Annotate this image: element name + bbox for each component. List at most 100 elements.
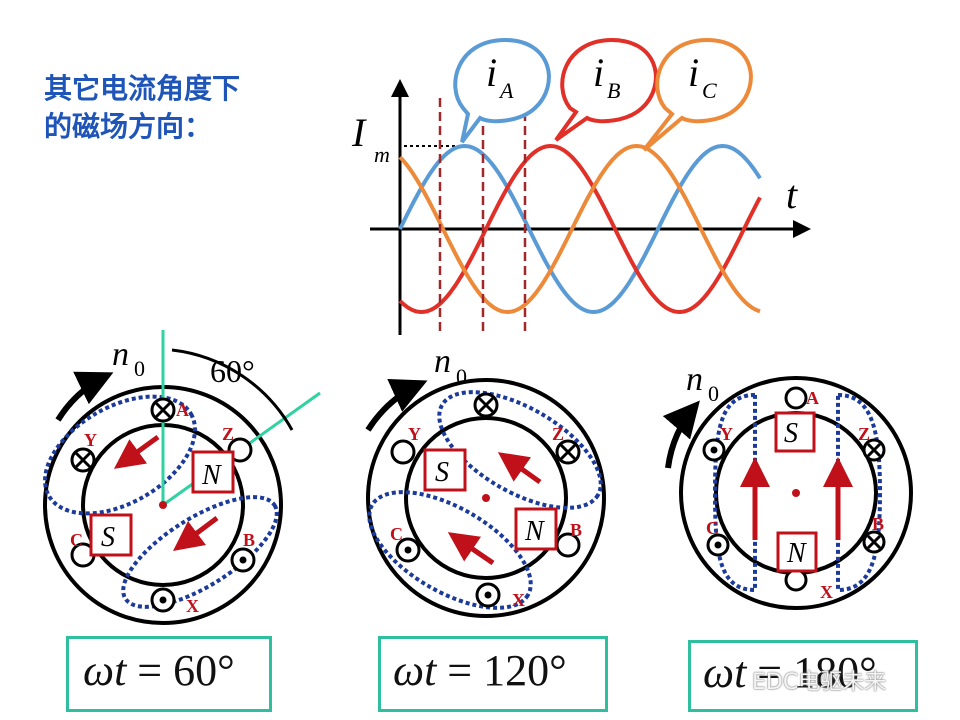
field-arrow-1 bbox=[113, 434, 160, 469]
pole-n-label: N bbox=[786, 538, 807, 569]
eq-rhs: 120° bbox=[483, 646, 567, 695]
slot-c-dot bbox=[706, 533, 730, 557]
slide-title: 其它电流角度下 的磁场方向： bbox=[44, 70, 240, 146]
title-line-2: 的磁场方向： bbox=[44, 110, 213, 143]
angle-label: 60° bbox=[210, 353, 255, 389]
pole-n-box bbox=[191, 450, 235, 494]
svg-text:B: B bbox=[607, 78, 620, 103]
slot-z-cross bbox=[555, 439, 581, 465]
pole-s-box bbox=[423, 448, 467, 492]
pole-s-label: S bbox=[435, 457, 449, 488]
im-subscript: m bbox=[374, 142, 390, 167]
stator-outer bbox=[366, 378, 606, 618]
slot-a-cross bbox=[150, 397, 176, 423]
flux-loop-1 bbox=[43, 394, 197, 516]
slot-b-dot bbox=[230, 547, 256, 573]
slot-x-dot bbox=[475, 582, 501, 608]
slot-y-dot bbox=[390, 439, 416, 465]
label-c: C bbox=[706, 518, 719, 538]
phase-b-wave bbox=[398, 143, 762, 315]
label-z: Z bbox=[552, 424, 564, 444]
label-x: X bbox=[186, 596, 199, 616]
rotor-inner bbox=[404, 416, 568, 580]
speed-label: n bbox=[686, 361, 703, 398]
label-y: Y bbox=[408, 424, 421, 444]
eq-lhs: ωt bbox=[393, 646, 437, 695]
flux-loop-left bbox=[712, 393, 757, 593]
equation-box-120: ωt = 120° bbox=[378, 636, 608, 712]
field-arrow-1 bbox=[497, 452, 542, 485]
pole-s-box bbox=[774, 411, 816, 453]
label-b: B bbox=[570, 520, 582, 540]
label-a: A bbox=[176, 400, 189, 420]
bubble-ib: i B bbox=[554, 37, 658, 142]
flux-loop-2 bbox=[367, 490, 533, 610]
label-b: B bbox=[243, 530, 255, 550]
label-c: C bbox=[70, 530, 83, 550]
label-y: Y bbox=[720, 424, 733, 444]
label-x: X bbox=[820, 582, 833, 602]
eq-op: = bbox=[447, 646, 473, 695]
speed-subscript: 0 bbox=[134, 356, 145, 381]
im-label: I bbox=[351, 110, 367, 155]
stator-outer bbox=[679, 376, 913, 610]
bubble-ia: i A bbox=[453, 37, 551, 144]
slot-c-dot bbox=[395, 537, 421, 563]
label-a: A bbox=[806, 388, 819, 408]
pole-s-label: S bbox=[784, 418, 798, 449]
pole-n-box bbox=[776, 531, 818, 573]
flux-loop-right bbox=[836, 393, 883, 593]
pole-n-label: N bbox=[201, 460, 222, 491]
speed-label: n bbox=[112, 336, 129, 373]
eq-op: = bbox=[757, 648, 783, 697]
speed-subscript: 0 bbox=[456, 364, 467, 389]
flux-loop-1 bbox=[437, 390, 603, 510]
equation-box-180: ωt = 180° bbox=[688, 640, 918, 712]
pole-n-box bbox=[514, 507, 558, 551]
label-b: B bbox=[872, 514, 884, 534]
watermark: EDC电驱未来 bbox=[752, 670, 887, 695]
eq-op: = bbox=[137, 646, 163, 695]
field-arrow-2 bbox=[447, 532, 495, 566]
svg-text:i: i bbox=[486, 50, 497, 95]
svg-text:A: A bbox=[498, 78, 514, 103]
equation-box-60: ωt = 60° bbox=[66, 636, 272, 712]
bubble-ic: i C bbox=[642, 37, 753, 152]
pole-s-box bbox=[89, 513, 133, 557]
t-label: t bbox=[786, 172, 798, 217]
speed-subscript: 0 bbox=[708, 381, 719, 406]
label-y: Y bbox=[84, 430, 97, 450]
slot-x-dot bbox=[150, 587, 176, 613]
field-arrow-2 bbox=[173, 516, 219, 551]
eq-rhs: 180° bbox=[793, 648, 877, 697]
slot-y-cross bbox=[70, 447, 96, 473]
label-c: C bbox=[390, 524, 403, 544]
eq-lhs: ωt bbox=[83, 646, 127, 695]
slot-y-dot bbox=[702, 438, 726, 462]
svg-text:i: i bbox=[688, 50, 699, 95]
label-z: Z bbox=[858, 424, 870, 444]
slot-a-dot bbox=[784, 386, 808, 410]
motor-180deg: n 0 A Y Z C B X S N bbox=[662, 361, 913, 610]
rotor-center bbox=[792, 489, 800, 497]
phase-c-wave bbox=[398, 143, 761, 315]
title-line-1: 其它电流角度下 bbox=[44, 72, 241, 105]
svg-text:C: C bbox=[702, 78, 717, 103]
motor-120deg: n 0 Y Z C B X S N bbox=[365, 343, 606, 618]
angle-arc bbox=[171, 348, 294, 431]
rotor-center bbox=[482, 494, 490, 502]
rotor-center bbox=[159, 501, 167, 509]
rotation-arrow bbox=[55, 371, 114, 422]
pole-n-label: N bbox=[524, 516, 545, 547]
pole-s-label: S bbox=[101, 522, 115, 553]
speed-label: n bbox=[434, 343, 451, 380]
slot-z-cross bbox=[862, 438, 886, 462]
rotation-arrow bbox=[662, 400, 700, 469]
waveform-chart: I m t i A i B i C bbox=[351, 37, 811, 335]
label-z: Z bbox=[222, 424, 234, 444]
label-x: X bbox=[512, 590, 525, 610]
slot-x-dot bbox=[784, 568, 808, 592]
svg-text:i: i bbox=[593, 50, 604, 95]
eq-rhs: 60° bbox=[173, 646, 235, 695]
